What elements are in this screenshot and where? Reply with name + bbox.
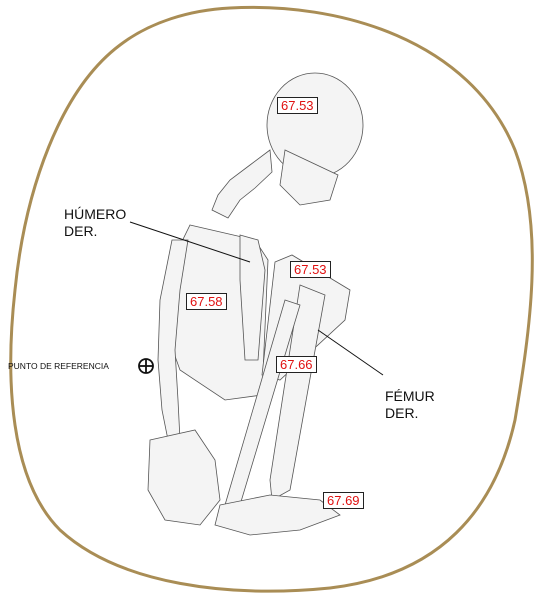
elevation-knee-area: 67.66 bbox=[276, 356, 317, 373]
elevation-skull: 67.53 bbox=[277, 97, 318, 114]
humerus-label: HÚMERO DER. bbox=[64, 206, 126, 240]
femur-label: FÉMUR DER. bbox=[385, 388, 435, 422]
elevation-foot: 67.69 bbox=[323, 492, 364, 509]
reference-point-label: PUNTO DE REFERENCIA bbox=[8, 361, 109, 371]
pelvis bbox=[148, 430, 220, 525]
femur-label-line1: FÉMUR bbox=[385, 388, 435, 405]
humerus-label-line2: DER. bbox=[64, 223, 126, 240]
femur-label-line2: DER. bbox=[385, 405, 435, 422]
reference-point-icon bbox=[139, 359, 153, 373]
skull bbox=[267, 73, 363, 177]
elevation-shoulder: 67.53 bbox=[290, 261, 331, 278]
neck-vertebrae bbox=[212, 150, 272, 218]
femur-pointer-line bbox=[318, 330, 383, 375]
humerus-label-line1: HÚMERO bbox=[64, 206, 126, 223]
skeleton bbox=[148, 73, 363, 535]
elevation-thorax: 67.58 bbox=[186, 293, 227, 310]
